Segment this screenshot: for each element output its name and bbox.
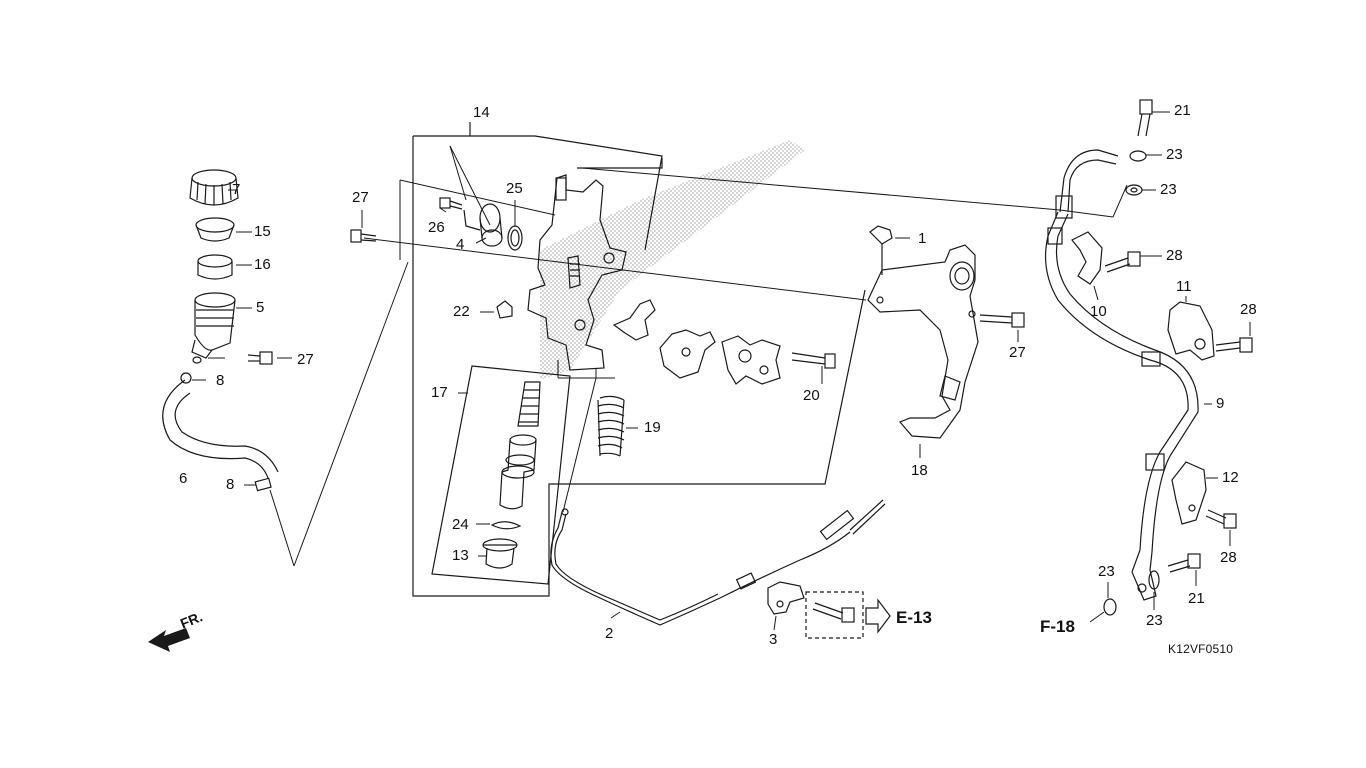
callout-23-mid: 23 bbox=[1160, 181, 1177, 198]
arrow-e13 bbox=[865, 598, 891, 634]
callout-12: 12 bbox=[1222, 469, 1239, 486]
callout-22: 22 bbox=[453, 303, 470, 320]
banjo-bolt-21b bbox=[1167, 553, 1201, 573]
stipple-shading bbox=[540, 140, 805, 380]
callout-9: 9 bbox=[1216, 395, 1225, 412]
callout-21-lower: 21 bbox=[1188, 590, 1205, 607]
callout-27-reservoir: 27 bbox=[297, 351, 314, 368]
bushing-13 bbox=[482, 538, 518, 569]
callout-1: 1 bbox=[918, 230, 927, 247]
banjo-bolt-21a bbox=[1137, 99, 1153, 137]
washers-23-bottom bbox=[1103, 570, 1160, 616]
ref-box-e13 bbox=[805, 591, 864, 639]
callout-3: 3 bbox=[769, 631, 778, 648]
bracket-12 bbox=[1171, 461, 1207, 525]
callout-28-lower: 28 bbox=[1220, 549, 1237, 566]
washers-23-top bbox=[1125, 150, 1147, 196]
callout-18: 18 bbox=[911, 462, 928, 479]
callout-5: 5 bbox=[256, 299, 265, 316]
callout-27-left: 27 bbox=[352, 189, 369, 206]
piston-boot bbox=[517, 381, 541, 427]
callout-17: 17 bbox=[431, 384, 448, 401]
ref-f18: F-18 bbox=[1040, 617, 1075, 636]
bolt-20 bbox=[791, 352, 836, 369]
bolt-28b bbox=[1215, 337, 1253, 353]
clamp-1 bbox=[869, 225, 893, 275]
bolt-e13 bbox=[812, 602, 855, 623]
callout-23-lower-right: 23 bbox=[1146, 612, 1163, 629]
bolt-27a bbox=[350, 229, 377, 243]
plate-15 bbox=[195, 217, 235, 242]
callout-19: 19 bbox=[644, 419, 661, 436]
piston-assembly bbox=[499, 434, 537, 510]
callout-8-upper: 8 bbox=[216, 372, 225, 389]
callout-23-top: 23 bbox=[1166, 146, 1183, 163]
callout-8-lower: 8 bbox=[226, 476, 235, 493]
callout-26: 26 bbox=[428, 219, 445, 236]
bracket-3 bbox=[767, 581, 805, 615]
callout-15: 15 bbox=[254, 223, 271, 240]
diaphragm-16 bbox=[197, 254, 233, 280]
callout-24: 24 bbox=[452, 516, 469, 533]
assembly-frame-14 bbox=[412, 122, 866, 597]
bolt-28c bbox=[1205, 509, 1237, 529]
cable-2 bbox=[550, 499, 886, 626]
callout-14: 14 bbox=[473, 104, 490, 121]
joint-4 bbox=[439, 197, 503, 247]
bolt-28a bbox=[1104, 251, 1141, 273]
bracket-11 bbox=[1167, 301, 1215, 361]
diagram-code: K12VF0510 bbox=[1168, 642, 1234, 656]
front-arrow-icon bbox=[148, 628, 190, 652]
master-cylinder-body bbox=[527, 174, 627, 371]
reservoir-cap-7 bbox=[189, 169, 239, 206]
oring-25 bbox=[507, 225, 523, 251]
callout-10: 10 bbox=[1090, 303, 1107, 320]
ref-e13: E-13 bbox=[896, 608, 932, 627]
lever-parts bbox=[612, 299, 781, 385]
hose-6 bbox=[162, 372, 279, 492]
callout-16: 16 bbox=[254, 256, 271, 273]
reservoir-5 bbox=[191, 292, 236, 364]
callout-23-lower-left: 23 bbox=[1098, 563, 1115, 580]
callout-6: 6 bbox=[179, 470, 188, 487]
nut-22 bbox=[496, 300, 513, 319]
spring-19 bbox=[597, 395, 625, 457]
frame-17 bbox=[431, 365, 571, 585]
callout-4: 4 bbox=[456, 236, 465, 253]
callout-13: 13 bbox=[452, 547, 469, 564]
leader-lines bbox=[269, 145, 1128, 567]
clamp-10 bbox=[1071, 231, 1103, 285]
callout-20: 20 bbox=[803, 387, 820, 404]
bolt-27c bbox=[979, 312, 1025, 328]
callout-28-mid: 28 bbox=[1240, 301, 1257, 318]
callout-21-top: 21 bbox=[1174, 102, 1191, 119]
callout-28-upper: 28 bbox=[1166, 247, 1183, 264]
callout-lines bbox=[192, 111, 1251, 631]
callout-25: 25 bbox=[506, 180, 523, 197]
callout-27-right: 27 bbox=[1009, 344, 1026, 361]
callout-11: 11 bbox=[1176, 278, 1192, 295]
hose-9 bbox=[1044, 149, 1199, 601]
callout-7: 7 bbox=[232, 181, 241, 198]
circlip-24 bbox=[490, 521, 522, 530]
callout-2: 2 bbox=[605, 625, 614, 642]
bolt-27b bbox=[247, 351, 273, 365]
bracket-18 bbox=[867, 244, 979, 439]
